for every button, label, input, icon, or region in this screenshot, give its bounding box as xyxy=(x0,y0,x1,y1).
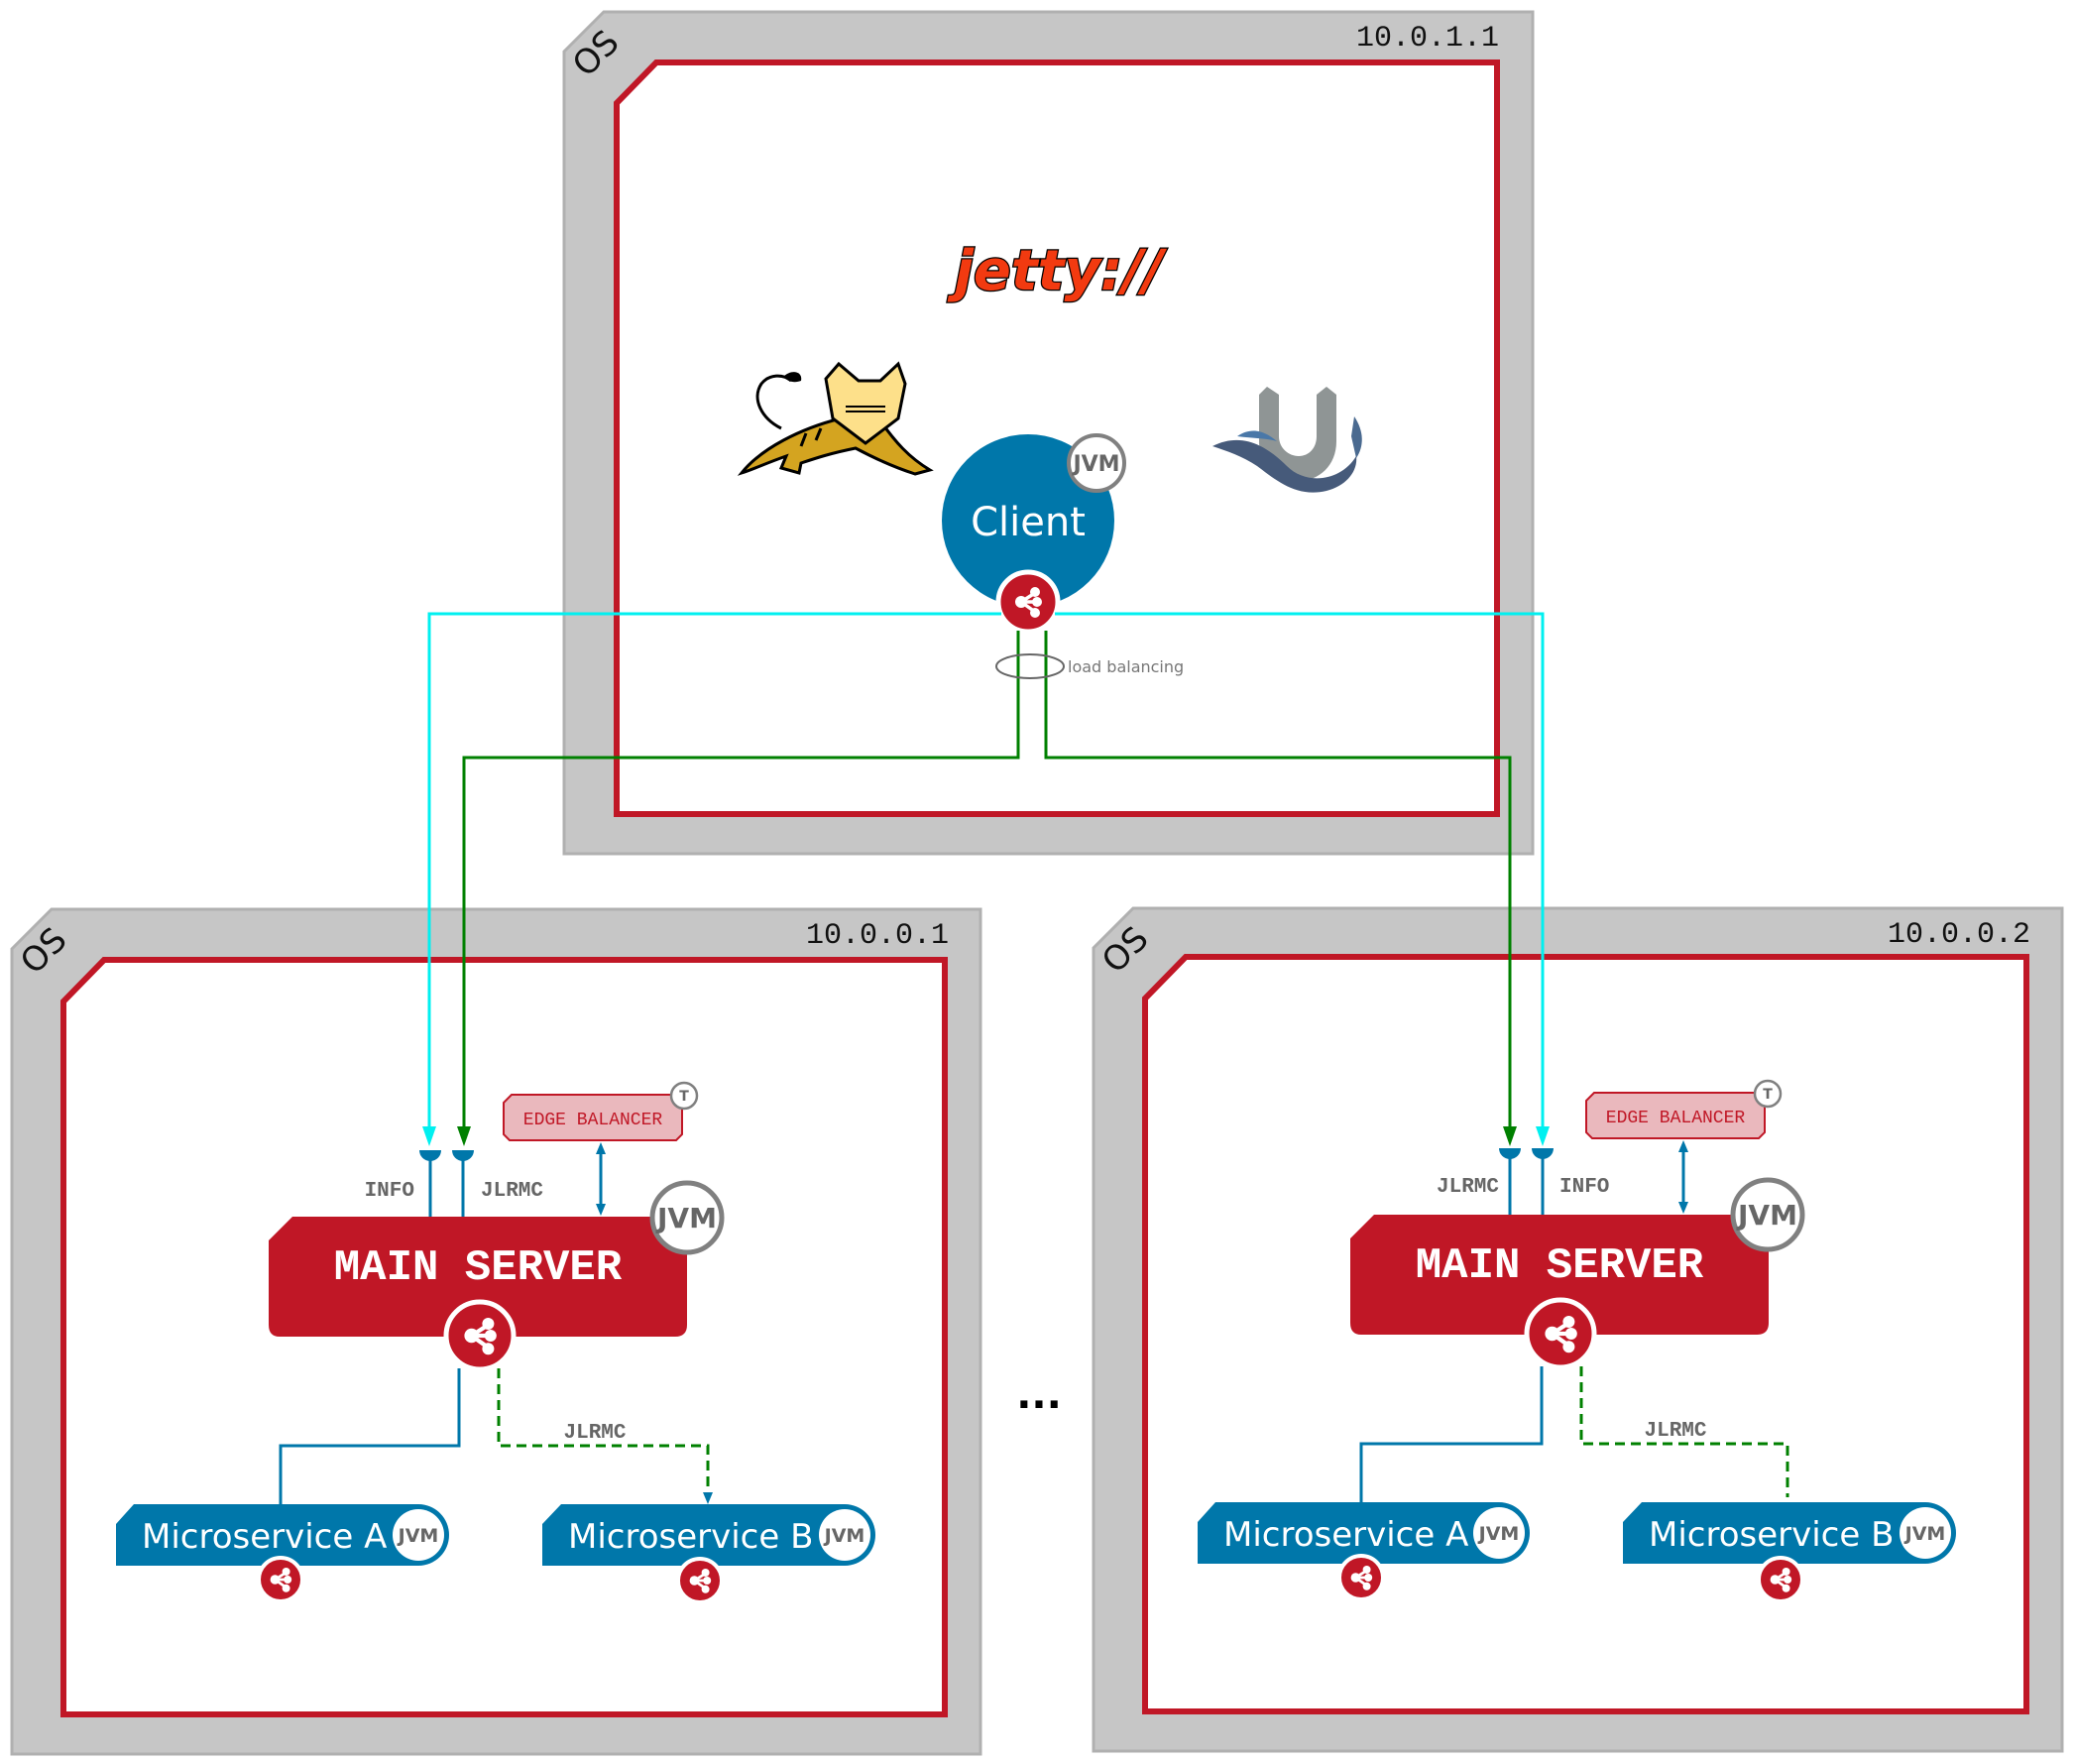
port-jlrmc[interactable]: JLRMC xyxy=(1437,1148,1521,1215)
jvm-badge-label: JVM xyxy=(823,1525,865,1547)
jvm-badge xyxy=(1730,1177,1805,1252)
client-node[interactable]: Client JVM xyxy=(942,433,1126,635)
port-jlrmc[interactable]: JLRMC xyxy=(452,1150,543,1217)
port-info[interactable]: INFO xyxy=(1532,1148,1609,1215)
jlrmc-link-host-1 xyxy=(462,631,1020,1130)
server-host-1: OS 10.0.0.1 EDGE BALANCER T INFO JLRMC M… xyxy=(10,907,982,1756)
edge-balancer-label: EDGE BALANCER xyxy=(1606,1109,1746,1128)
t-badge-label: T xyxy=(1763,1087,1773,1103)
jvm-badge xyxy=(1067,433,1126,493)
edge-balancer[interactable]: EDGE BALANCER T xyxy=(503,1081,699,1141)
main-server[interactable]: MAIN SERVER JVM xyxy=(269,1180,725,1337)
info-link-host-1 xyxy=(427,612,1001,1130)
host-ip: 10.0.1.1 xyxy=(1356,22,1499,56)
jlrmc-link-label: JLRMC xyxy=(563,1422,626,1445)
jetty-text: jetty:// xyxy=(947,239,1168,303)
jlrmc-link-to-service-b xyxy=(497,1368,710,1495)
jvm-badge-label: JVM xyxy=(1736,1199,1797,1232)
jlrmc-links xyxy=(457,631,1517,1146)
t-badge xyxy=(669,1081,699,1111)
server-host-2: OS 10.0.0.2 EDGE BALANCER T JLRMC INFO M… xyxy=(1092,906,2064,1753)
port-info[interactable]: INFO xyxy=(365,1150,441,1217)
jlrmc-link-to-service-b xyxy=(1579,1366,1789,1497)
jetty-logo: jetty:// xyxy=(945,238,1169,305)
jvm-badge xyxy=(649,1180,725,1255)
t-badge xyxy=(1753,1079,1783,1109)
client-host: OS 10.0.1.1 jetty:// Client xyxy=(562,10,1535,856)
tomcat-logo xyxy=(737,361,934,476)
link-to-service-a xyxy=(1359,1366,1544,1502)
t-badge-label: T xyxy=(679,1089,689,1105)
jvm-badge-label: JVM xyxy=(655,1202,717,1235)
undertow-logo xyxy=(1212,387,1362,493)
microservice-b[interactable]: Microservice B JVM xyxy=(1623,1502,1956,1603)
microservice-a[interactable]: Microservice A JVM xyxy=(1198,1502,1530,1601)
share-icon[interactable] xyxy=(1524,1297,1597,1370)
microservice-b[interactable]: Microservice B JVM xyxy=(542,1504,875,1604)
client-label: Client xyxy=(971,500,1086,545)
share-icon[interactable] xyxy=(676,1557,724,1604)
jlrmc-link-host-2 xyxy=(1044,631,1512,1130)
jvm-badge-label: JVM xyxy=(1477,1523,1520,1545)
jvm-badge-label: JVM xyxy=(1903,1523,1946,1545)
port-label: JLRMC xyxy=(481,1180,543,1203)
port-label: INFO xyxy=(1559,1176,1609,1199)
service-label: Microservice B xyxy=(1649,1515,1894,1555)
share-icon[interactable] xyxy=(1757,1556,1804,1603)
host-ip: 10.0.0.1 xyxy=(806,919,949,953)
service-label: Microservice A xyxy=(142,1517,387,1557)
jvm-badge-label: JVM xyxy=(1071,452,1119,477)
load-balancing-label: load balancing xyxy=(1068,657,1184,676)
host-ip: 10.0.0.2 xyxy=(1888,918,2030,952)
share-icon[interactable] xyxy=(1337,1554,1385,1601)
load-balancing-annotation: load balancing xyxy=(995,653,1184,679)
link-to-service-a xyxy=(279,1368,461,1504)
main-server-title: MAIN SERVER xyxy=(1416,1241,1704,1291)
info-link-host-2 xyxy=(1055,612,1545,1130)
share-icon[interactable] xyxy=(443,1299,517,1372)
edge-balancer[interactable]: EDGE BALANCER T xyxy=(1585,1079,1783,1139)
jvm-badge-label: JVM xyxy=(397,1525,439,1547)
service-label: Microservice A xyxy=(1223,1515,1468,1555)
edge-balancer-label: EDGE BALANCER xyxy=(523,1111,663,1130)
share-icon[interactable] xyxy=(995,569,1061,635)
port-label: INFO xyxy=(365,1180,414,1203)
jlrmc-link-label: JLRMC xyxy=(1644,1420,1706,1443)
microservice-a[interactable]: Microservice A JVM xyxy=(116,1504,449,1603)
main-server[interactable]: MAIN SERVER JVM xyxy=(1350,1177,1805,1335)
share-icon[interactable] xyxy=(257,1556,304,1603)
port-label: JLRMC xyxy=(1437,1176,1499,1199)
load-balancing-ellipse xyxy=(995,653,1065,679)
host-frame xyxy=(614,59,1500,817)
more-hosts-ellipsis: ... xyxy=(1016,1372,1062,1418)
service-label: Microservice B xyxy=(568,1517,813,1557)
main-server-title: MAIN SERVER xyxy=(334,1243,623,1293)
info-links xyxy=(422,612,1550,1146)
